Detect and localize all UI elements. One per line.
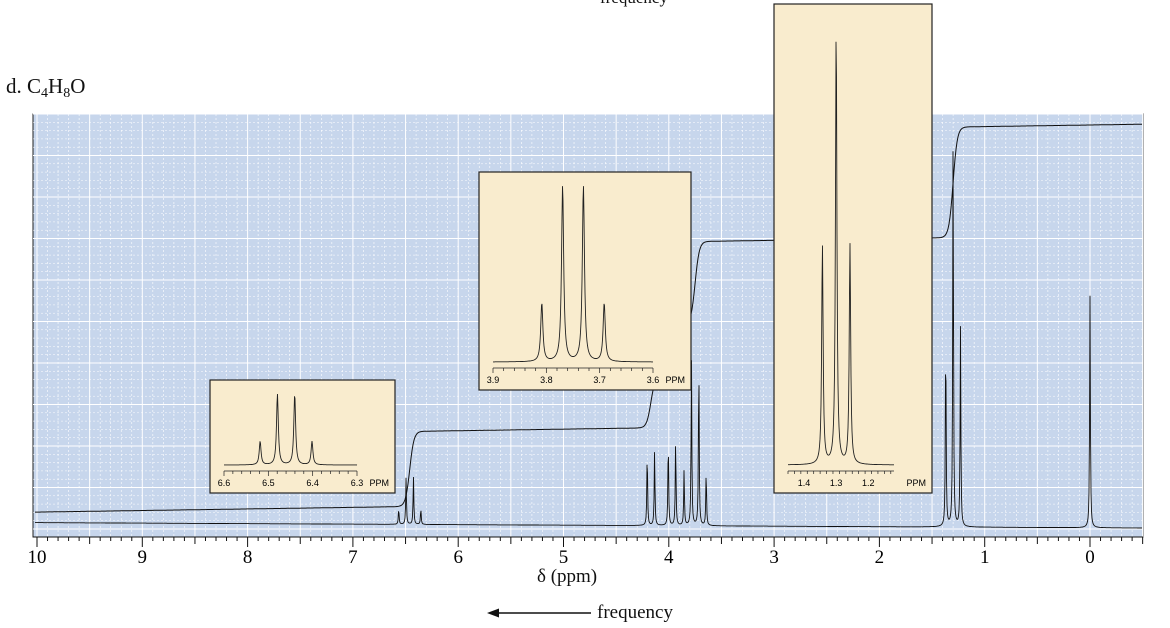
page-title: d. C4H8O <box>6 74 86 101</box>
frequency-label: frequency <box>597 602 673 623</box>
inset-3.75-unit: PPM <box>665 375 685 385</box>
x-tick-label-8: 8 <box>243 547 253 568</box>
inset-6.5: 6.6 6.5 6.4 6.3 PPM <box>209 379 396 494</box>
x-tick-label-5: 5 <box>559 547 569 568</box>
inset-6.5-tick-6.6: 6.6 <box>218 478 231 488</box>
inset-6.5-tick-6.3: 6.3 <box>351 478 364 488</box>
inset-3.75-trace <box>493 186 653 363</box>
inset-6.5-unit: PPM <box>369 478 389 488</box>
inset-1.3-tick-1.3: 1.3 <box>830 478 843 488</box>
inset-3.75-tick-3.7: 3.7 <box>593 375 606 385</box>
frequency-arrow-icon <box>487 608 591 618</box>
inset-1.3-tick-1.2: 1.2 <box>862 478 875 488</box>
spectrum-trace <box>35 151 1142 529</box>
inset-3.75-tick-3.9: 3.9 <box>487 375 500 385</box>
inset-3.75-tick-3.6: 3.6 <box>647 375 660 385</box>
x-tick-label-2: 2 <box>875 547 885 568</box>
inset-6.5-tick-6.4: 6.4 <box>306 478 319 488</box>
integral-trace <box>35 123 1142 513</box>
x-axis-label: δ (ppm) <box>537 566 598 587</box>
inset-3.75: 3.9 3.8 3.7 3.6 PPM <box>478 171 692 391</box>
inset-1.3: 1.4 1.3 1.2 PPM <box>773 3 933 494</box>
x-tick-label-6: 6 <box>453 547 463 568</box>
x-tick-label-9: 9 <box>138 547 148 568</box>
x-tick-label-7: 7 <box>348 547 358 568</box>
inset-1.3-unit: PPM <box>906 478 926 488</box>
inset-1.3-frame <box>773 3 933 494</box>
inset-3.75-tick-3.8: 3.8 <box>540 375 553 385</box>
inset-6.5-tick-6.5: 6.5 <box>262 478 275 488</box>
x-tick-label-3: 3 <box>769 547 779 568</box>
inset-1.3-trace <box>788 41 894 466</box>
inset-1.3-tick-1.4: 1.4 <box>798 478 811 488</box>
x-tick-label-0: 0 <box>1085 547 1095 568</box>
inset-6.5-frame <box>209 379 396 494</box>
clipped-top-text: frequency <box>600 0 668 8</box>
inset-6.5-trace <box>224 393 358 466</box>
x-tick-label-1: 1 <box>980 547 990 568</box>
x-tick-label-10: 10 <box>28 547 47 568</box>
x-tick-label-4: 4 <box>664 547 674 568</box>
